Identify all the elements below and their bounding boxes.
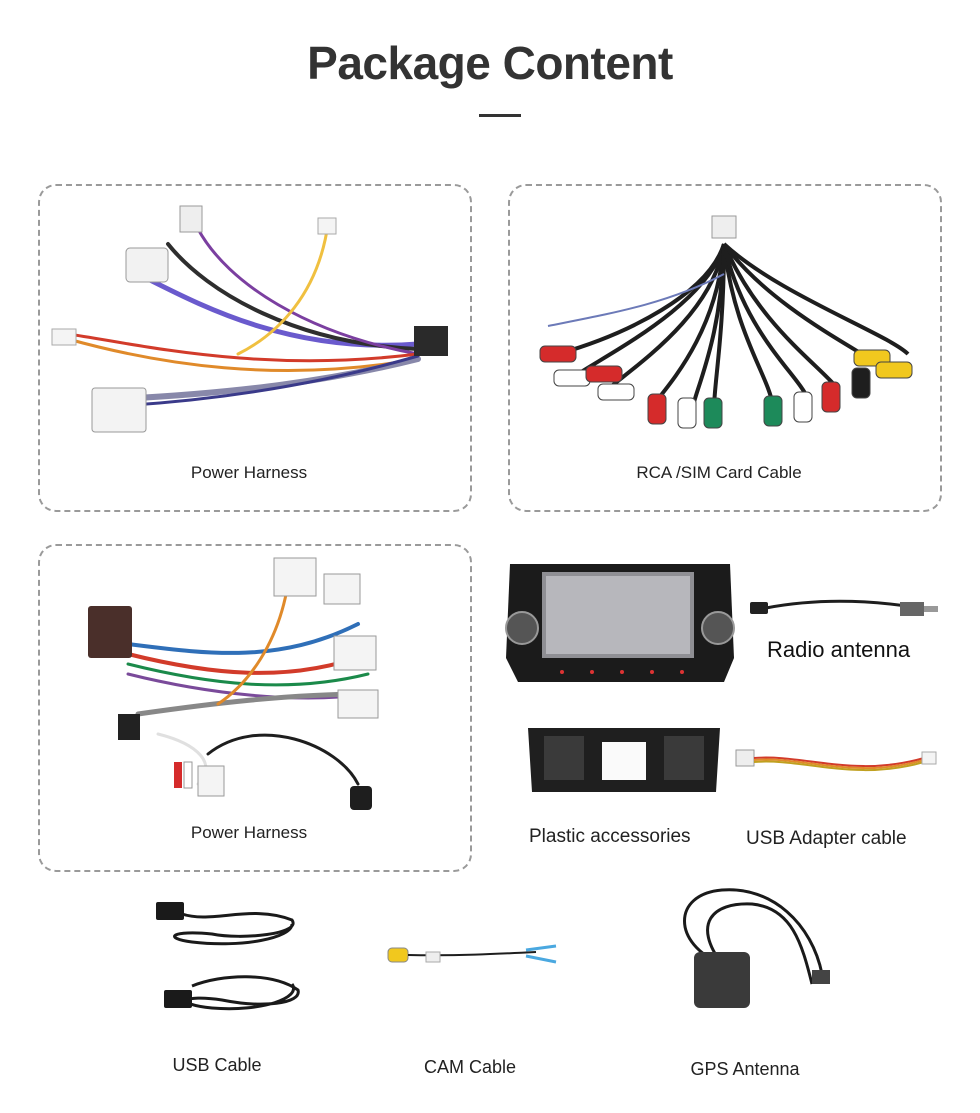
power-harness-2-image	[88, 557, 379, 810]
plastic-accessories-image	[528, 728, 720, 792]
caption-usb-adapter-cable: USB Adapter cable	[746, 828, 907, 849]
rca-sim-cable-image	[539, 215, 913, 429]
caption-gps-antenna: GPS Antenna	[690, 1059, 800, 1079]
head-unit-image	[505, 564, 735, 682]
panel-rca-sim-cable	[508, 184, 942, 512]
title-underline	[479, 114, 521, 117]
caption-usb-cable: USB Cable	[172, 1055, 262, 1075]
radio-antenna-image	[750, 599, 938, 616]
caption-power-harness-2: Power Harness	[190, 823, 308, 842]
panel-power-harness-2	[38, 544, 472, 872]
panel-power-harness-1	[38, 184, 472, 512]
power-harness-image	[51, 205, 448, 433]
caption-plastic-accessories: Plastic accessories	[529, 826, 691, 847]
caption-power-harness-1: Power Harness	[190, 463, 308, 482]
caption-radio-antenna: Radio antenna	[767, 637, 911, 662]
page-title: Package Content	[307, 37, 673, 89]
gps-antenna-image	[683, 888, 830, 1008]
cam-cable-image	[387, 944, 557, 964]
caption-cam-cable: CAM Cable	[423, 1057, 517, 1077]
usb-adapter-cable-image	[735, 749, 937, 772]
caption-rca-sim-cable: RCA /SIM Card Cable	[636, 463, 802, 482]
usb-cable-image	[156, 902, 300, 1011]
